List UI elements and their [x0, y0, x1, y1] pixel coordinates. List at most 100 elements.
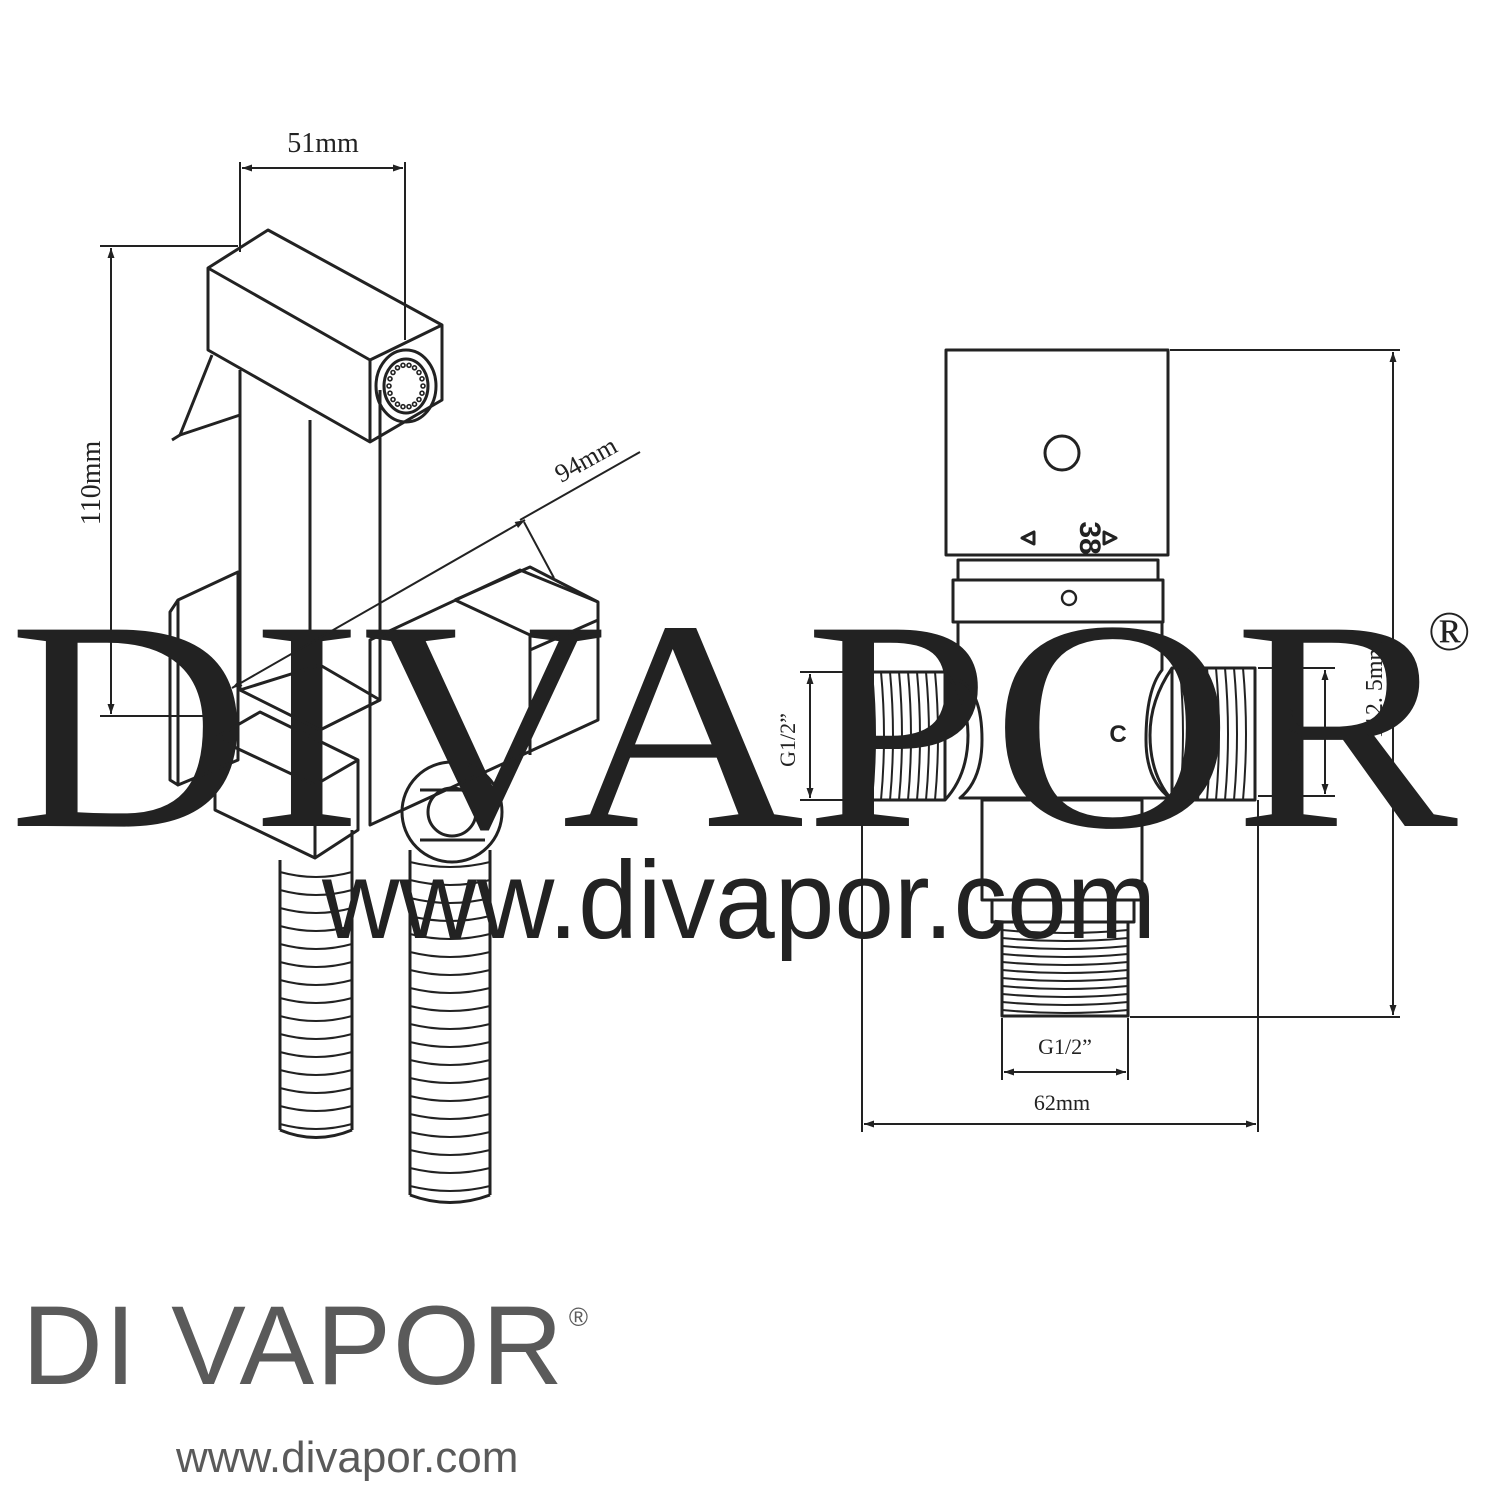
thread-line: [880, 671, 885, 801]
hose-rib: [409, 1131, 491, 1138]
nozzle-hole: [416, 369, 422, 376]
thread-line: [1001, 969, 1129, 974]
hose-rib: [279, 1087, 353, 1094]
holder-bracket: [213, 710, 360, 860]
dimension-spray-width: 51mm: [287, 128, 359, 159]
dimension-spray-height: 110mm: [76, 441, 107, 526]
dimension-valve-height: 112. 5mm: [1362, 641, 1388, 738]
dimension-valve-width: 62mm: [1034, 1090, 1090, 1115]
hose-rib: [279, 997, 353, 1004]
spray-head: [206, 228, 444, 444]
thread-line: [1179, 667, 1184, 801]
hose-rib: [409, 1095, 491, 1102]
nozzle-hole: [416, 396, 422, 403]
thread-line: [1001, 945, 1129, 950]
hose-rib: [409, 1005, 491, 1012]
thread-line: [934, 671, 939, 801]
brand-url: www.divapor.com: [176, 1433, 519, 1482]
inlet-left: [860, 670, 970, 802]
valve-hot-label: H: [1013, 721, 1030, 748]
hose-rib: [409, 915, 491, 922]
nozzle-hole: [394, 401, 401, 408]
thread-line: [1215, 667, 1220, 801]
thread-line: [925, 671, 930, 801]
hose-right: [408, 850, 492, 1204]
hose-rib: [409, 969, 491, 976]
dimension-valve-depth: 94mm: [550, 431, 622, 489]
hose-rib: [279, 1033, 353, 1040]
hose-rib: [279, 1123, 353, 1130]
thread-line: [1001, 985, 1129, 990]
nozzle-hole: [386, 383, 392, 389]
hose-rib: [409, 1185, 491, 1192]
hose-rib: [279, 979, 353, 986]
nozzle-hole: [390, 369, 396, 376]
nozzle-hole: [406, 403, 412, 410]
nozzle-hole: [411, 401, 418, 408]
dimension-inlet-right: G1/2”: [1282, 708, 1307, 762]
hose-rib: [279, 871, 353, 878]
hose-rib: [409, 951, 491, 958]
hose-rib: [409, 933, 491, 940]
hose-rib: [279, 1051, 353, 1058]
thread-line: [1233, 667, 1238, 801]
thread-line: [1197, 667, 1202, 801]
thread-line: [1001, 993, 1129, 998]
thread-line: [1188, 667, 1193, 801]
nozzle-hole: [400, 362, 406, 369]
thread-line: [1242, 667, 1247, 801]
nozzle-hole: [406, 362, 412, 369]
hose-rib: [409, 879, 491, 886]
spray-trigger: [178, 354, 242, 437]
spray-nozzle: [374, 348, 438, 424]
hose-rib: [409, 987, 491, 994]
nozzle-hole: [411, 364, 418, 371]
thread-line: [1001, 961, 1129, 966]
thread-line: [1001, 929, 1129, 934]
hose-rib: [279, 1069, 353, 1076]
hose-rib: [279, 907, 353, 914]
thread-line: [1001, 1001, 1129, 1006]
thread-line: [898, 671, 903, 801]
brand-registered-mark: ®: [568, 1302, 591, 1332]
thread-line: [1001, 953, 1129, 958]
nozzle-hole: [387, 390, 393, 397]
thread-line: [889, 671, 894, 801]
hose-rib: [409, 1149, 491, 1156]
brand-logo-text: DI VAPOR: [22, 1283, 565, 1408]
hose-rib: [279, 1015, 353, 1022]
valve-threads: [871, 667, 1247, 1014]
valve-temperature-label: 38: [1073, 521, 1106, 554]
nozzle-hole: [387, 375, 393, 382]
watermark-registered: ®: [1428, 601, 1471, 663]
hose-rib: [279, 961, 353, 968]
inlet-right: [1148, 666, 1257, 802]
nozzle-hole: [419, 390, 425, 397]
valve-knob: [944, 348, 1170, 557]
hose-rib: [409, 1023, 491, 1030]
thread-line: [1001, 1009, 1129, 1014]
hose-rib: [279, 1105, 353, 1112]
thermostatic-valve-drawing: [860, 348, 1257, 1018]
hose-rib: [409, 1077, 491, 1084]
brand-logo: DI VAPOR®: [22, 1290, 590, 1402]
watermark: DIVAPOR ® www.divapor.com: [8, 559, 1471, 962]
thread-line: [1001, 937, 1129, 942]
hose-rib: [279, 925, 353, 932]
nozzle-hole: [400, 403, 406, 410]
hose-connector: [400, 760, 504, 864]
thread-line: [1224, 667, 1229, 801]
hose-rib: [409, 1059, 491, 1066]
dimension-lines-left: [100, 162, 641, 717]
outlet-bottom: [1000, 920, 1130, 1018]
hose-ribs: [279, 861, 491, 1192]
knob-indicator: [1043, 434, 1081, 472]
thread-line: [871, 671, 876, 801]
nozzle-hole: [420, 383, 426, 389]
hose-rib: [409, 861, 491, 868]
nozzle-hole: [394, 364, 401, 371]
nozzle-hole: [390, 396, 396, 403]
thread-line: [1206, 667, 1211, 801]
hose-rib: [409, 1113, 491, 1120]
dimension-inlet-left: G1/2”: [775, 713, 800, 767]
